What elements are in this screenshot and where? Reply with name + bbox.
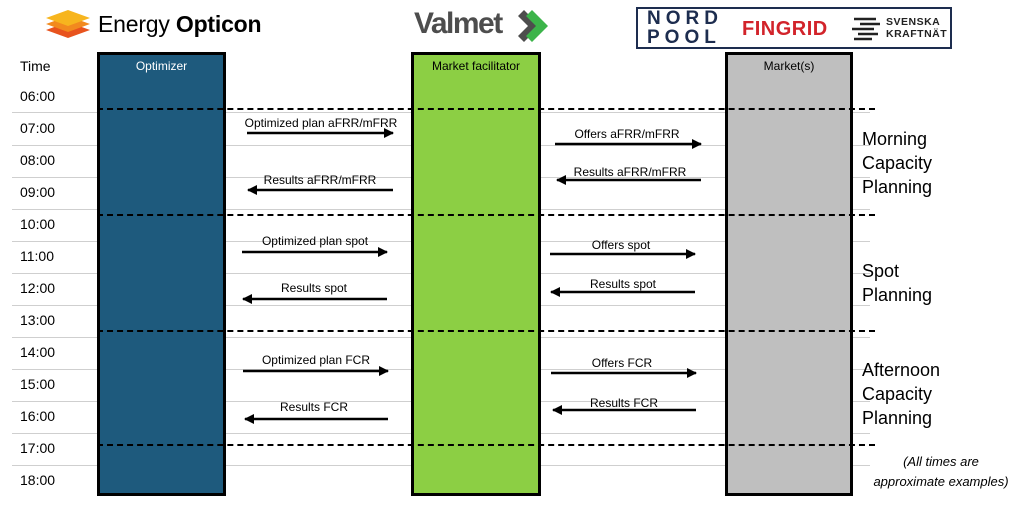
message-label: Optimized plan spot (261, 234, 369, 248)
valmet-wordmark: Valmet (414, 7, 503, 40)
time-label: 18:00 (20, 472, 56, 488)
time-label: 09:00 (20, 184, 56, 200)
phase-separator (97, 214, 875, 216)
message-label: Results spot (280, 281, 348, 295)
message-label: Offers aFRR/mFRR (574, 127, 680, 141)
phase-separator (97, 108, 875, 110)
optimizer-lane-title: Optimizer (135, 59, 188, 73)
message-label: Results aFRR/mFRR (263, 173, 377, 187)
markets-lane: Market(s) (725, 52, 853, 496)
phase-separator (97, 330, 875, 332)
market-partners-logos: NORD POOL FINGRID SVENSKA KRAFTNÄT (636, 7, 952, 49)
time-label: 13:00 (20, 312, 56, 328)
approximate-times-note: (All times are approximate examples) (873, 454, 1009, 489)
message-label: Results spot (589, 277, 657, 291)
message-label: Optimized plan FCR (261, 353, 371, 367)
message-label: Results FCR (279, 400, 348, 414)
svenska-kraftnat-mark-icon (852, 17, 880, 41)
nord-pool-logo: NORD POOL (647, 8, 723, 48)
phase-label-afternoon: Afternoon Capacity Planning (862, 360, 941, 428)
svenska-kraftnat-logo: SVENSKA KRAFTNÄT (886, 16, 948, 40)
time-label: 15:00 (20, 376, 56, 392)
phase-separator (97, 444, 875, 446)
markets-lane-title: Market(s) (763, 59, 815, 73)
market-facilitator-lane-title: Market facilitator (431, 59, 521, 73)
market-facilitator-lane: Market facilitator (411, 52, 541, 496)
time-label: 07:00 (20, 120, 56, 136)
energy-opticon-stack-icon (46, 10, 90, 38)
energy-opticon-logo: Energy Opticon (44, 8, 284, 44)
time-label: 17:00 (20, 440, 56, 456)
message-label: Offers spot (591, 238, 651, 252)
phase-label-spot: Spot Planning (862, 261, 933, 305)
valmet-logo: Valmet (414, 7, 554, 44)
time-label: 08:00 (20, 152, 56, 168)
energy-opticon-wordmark: Energy Opticon (98, 11, 262, 37)
time-label: 12:00 (20, 280, 56, 296)
time-label: 11:00 (20, 248, 54, 264)
time-label: 14:00 (20, 344, 56, 360)
time-label: 16:00 (20, 408, 56, 424)
phase-label-morning: Morning Capacity Planning (862, 129, 933, 197)
message-label: Results aFRR/mFRR (573, 165, 687, 179)
message-label: Offers FCR (591, 356, 653, 370)
time-label: 10:00 (20, 216, 56, 232)
valmet-chevron-icon (518, 10, 548, 42)
optimizer-lane: Optimizer (97, 52, 226, 496)
message-label: Results FCR (589, 396, 658, 410)
message-label: Optimized plan aFRR/mFRR (244, 116, 398, 130)
fingrid-logo: FINGRID (742, 18, 828, 40)
time-label: 06:00 (20, 88, 56, 104)
time-axis-header: Time (20, 58, 51, 74)
